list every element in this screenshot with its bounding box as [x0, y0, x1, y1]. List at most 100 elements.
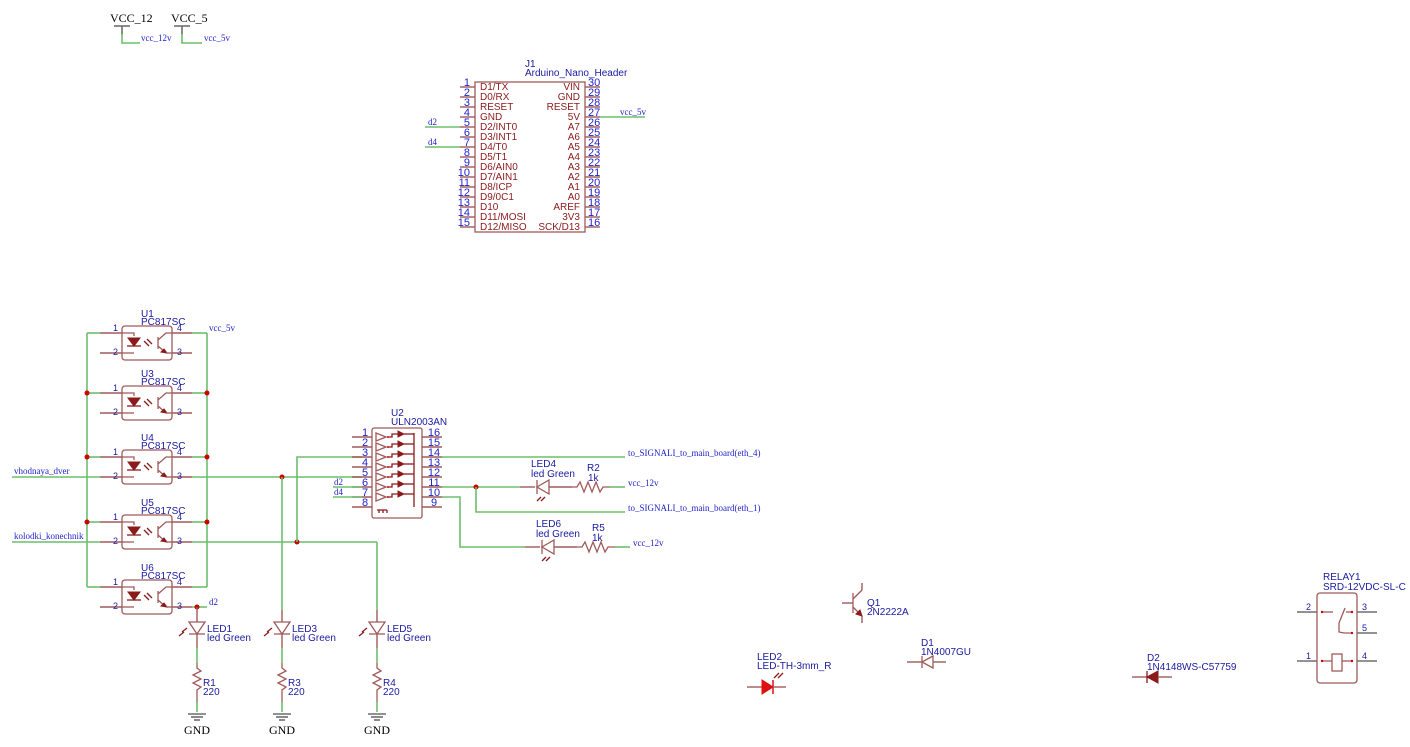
u2-pin-num: 14 — [428, 447, 440, 459]
net-label-vhodnaya-dver: vhodnaya_dver — [14, 466, 69, 476]
opto-pin-1: 1 — [113, 383, 118, 393]
vcc12-symbol-label: VCC_12 — [110, 11, 153, 25]
j1-pin-name: AREF — [553, 202, 580, 213]
j1-pin-name: D3/INT1 — [480, 132, 518, 143]
j1-pin-num: 11 — [459, 177, 470, 189]
led4[interactable]: LED4 led Green — [520, 459, 575, 502]
opto-value: PC817SC — [141, 317, 185, 328]
j1-pin-name: 5V — [568, 112, 581, 123]
net-label-u2-d4: d4 — [334, 487, 344, 497]
opto-pin-3: 3 — [177, 407, 182, 417]
gnd-label: GND — [364, 723, 390, 737]
net-label-vcc5v: vcc_5v — [620, 107, 646, 117]
net-label-vcc5v-opto: vcc_5v — [209, 323, 235, 333]
d2-diode[interactable]: D2 1N4148WS-C57759 — [1132, 653, 1237, 684]
r5-ref: R5 — [592, 523, 605, 534]
gnd-label: GND — [269, 723, 295, 737]
j1-pin-num: 4 — [464, 107, 470, 119]
opto-pin-2: 2 — [113, 347, 118, 357]
u2-pin-num: 8 — [362, 497, 368, 509]
net-label-kolodki-konechnik: kolodki_konechnik — [14, 531, 84, 541]
d1-diode[interactable]: D1 1N4007GU — [907, 638, 971, 670]
j1-ref: J1 — [525, 59, 536, 70]
j1-pin-name: 3V3 — [562, 212, 580, 223]
r5[interactable]: R5 1k — [577, 523, 615, 554]
opto-pin-2: 2 — [113, 601, 118, 611]
u2-pin-num: 4 — [362, 457, 368, 469]
r3-ref: R3 — [288, 678, 301, 689]
led1-value: led Green — [207, 633, 251, 644]
j1-pin-name: A5 — [568, 142, 581, 153]
j1-pin-num: 20 — [588, 177, 600, 189]
u2-pin-num: 5 — [362, 467, 368, 479]
opto-pin-1: 1 — [113, 323, 118, 333]
j1-pin-num: 1 — [464, 77, 470, 89]
r2-ref: R2 — [587, 463, 600, 474]
relay-ref: RELAY1 — [1323, 572, 1361, 583]
j1-pin-num: 25 — [588, 127, 600, 139]
opto-pin-4: 4 — [177, 512, 182, 522]
led6[interactable]: LED6 led Green — [525, 519, 580, 562]
j1-pin-num: 7 — [464, 137, 470, 149]
u2-ref: U2 — [391, 408, 404, 419]
j1-pin-num: 15 — [458, 217, 470, 229]
net-label-d2: d2 — [428, 117, 437, 127]
r1-ref: R1 — [203, 678, 216, 689]
u2-pin-num: 13 — [428, 457, 440, 469]
d1-ref: D1 — [921, 638, 934, 649]
vcc5-symbol-label: VCC_5 — [171, 11, 208, 25]
r1-value: 220 — [203, 687, 220, 698]
j1-pin-num: 30 — [588, 77, 600, 89]
j1-pin-name: D2/INT0 — [480, 122, 518, 133]
gnd-symbol: GND — [269, 713, 295, 737]
j1-pin-name: D4/T0 — [480, 142, 508, 153]
opto-pin-2: 2 — [113, 407, 118, 417]
opto-pin-1: 1 — [113, 512, 118, 522]
opto-value: PC817SC — [141, 441, 185, 452]
opto-pin-3: 3 — [177, 347, 182, 357]
r5-value: 1k — [592, 533, 604, 544]
j1-pin-name: A2 — [568, 172, 581, 183]
relay1[interactable]: 2 3 5 1 4 RELAY1 SRD-12VDC-SL-C — [1297, 572, 1406, 684]
j1-pin-name: RESET — [547, 102, 580, 113]
net-label-d4: d4 — [428, 137, 438, 147]
r2[interactable]: R2 1k — [572, 463, 610, 494]
led2[interactable]: LED2 LED-TH-3mm_R — [747, 652, 831, 695]
j1-pin-name: A6 — [568, 132, 581, 143]
d2-ref: D2 — [1147, 653, 1160, 664]
opto-ref: U1 — [141, 309, 154, 320]
opto-ref: U3 — [141, 369, 154, 380]
j1-pin-num: 5 — [464, 117, 470, 129]
q1-transistor[interactable]: Q1 2N2222A — [842, 583, 909, 623]
led2-ref: LED2 — [757, 652, 782, 663]
q1-value: 2N2222A — [867, 607, 909, 618]
led6-ref: LED6 — [536, 519, 561, 530]
r4-value: 220 — [383, 687, 400, 698]
led5-value: led Green — [387, 633, 431, 644]
opto-pin-4: 4 — [177, 447, 182, 457]
j1-pin-name: A4 — [568, 152, 581, 163]
opto-pin-4: 4 — [177, 323, 182, 333]
j1-pin-num: 26 — [588, 117, 600, 129]
j1-pin-name: A0 — [568, 192, 581, 203]
j1-pin-num: 3 — [464, 97, 470, 109]
j1-pin-num: 18 — [588, 197, 600, 209]
power-flag-vcc5: VCC_5 vcc_5v — [171, 11, 230, 44]
j1-pin-name: A1 — [568, 182, 581, 193]
